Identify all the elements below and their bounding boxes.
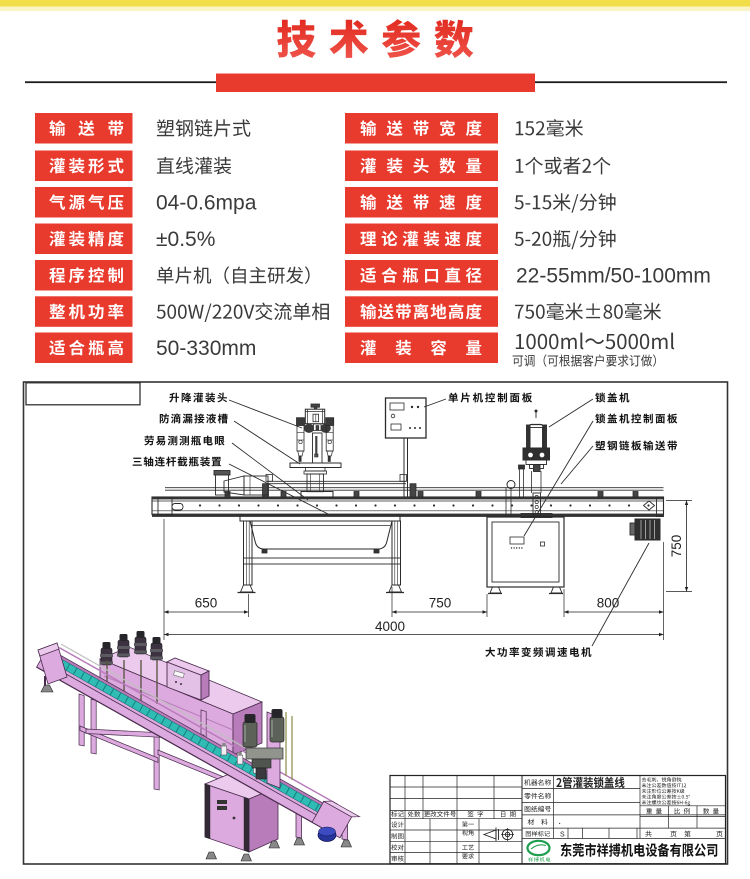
svg-text:50-330mm: 50-330mm [156, 337, 256, 360]
svg-text:S: S [560, 832, 565, 839]
svg-text:650: 650 [195, 596, 218, 611]
svg-text:4000: 4000 [375, 619, 405, 634]
svg-text:750: 750 [669, 535, 684, 558]
svg-text:22-55mm/50-100mm: 22-55mm/50-100mm [516, 264, 711, 287]
svg-text:04-0.6mpa: 04-0.6mpa [156, 191, 257, 214]
svg-text:750: 750 [429, 596, 452, 611]
svg-text:·: · [558, 818, 561, 829]
svg-text:±0.5%: ±0.5% [156, 228, 215, 251]
svg-text:800: 800 [597, 596, 620, 611]
